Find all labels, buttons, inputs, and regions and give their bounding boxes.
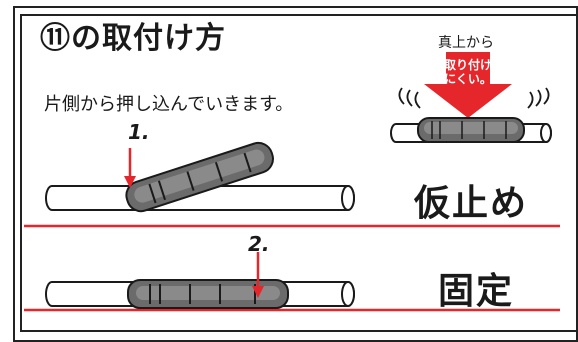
vibration-left-icon: [398, 87, 421, 109]
step1-marker: 1.: [128, 120, 150, 144]
arrow-caption-line2: にくい。: [444, 72, 492, 86]
red-arrow-step1: [124, 148, 136, 188]
page-title: ⑪の取付け方: [40, 21, 226, 56]
red-arrow-step2: [252, 252, 264, 298]
view-label: 真上から: [438, 35, 494, 51]
rod-step1: [45, 185, 355, 211]
inset-cover-part: [417, 117, 525, 143]
instruction-text: 片側から押し込んでいきます。: [44, 94, 294, 115]
cover-part-fixed: [127, 279, 289, 309]
step1-label: 仮止め: [414, 183, 529, 224]
arrow-caption: 取り付け にくい。: [440, 58, 496, 86]
step2-marker: 2.: [248, 232, 270, 256]
cover-part-tilted: [125, 141, 274, 213]
step2-label: 固定: [438, 271, 515, 312]
arrow-caption-line1: 取り付け: [443, 58, 492, 72]
big-red-arrow-icon: [424, 52, 512, 118]
vibration-right-icon: [527, 87, 550, 109]
